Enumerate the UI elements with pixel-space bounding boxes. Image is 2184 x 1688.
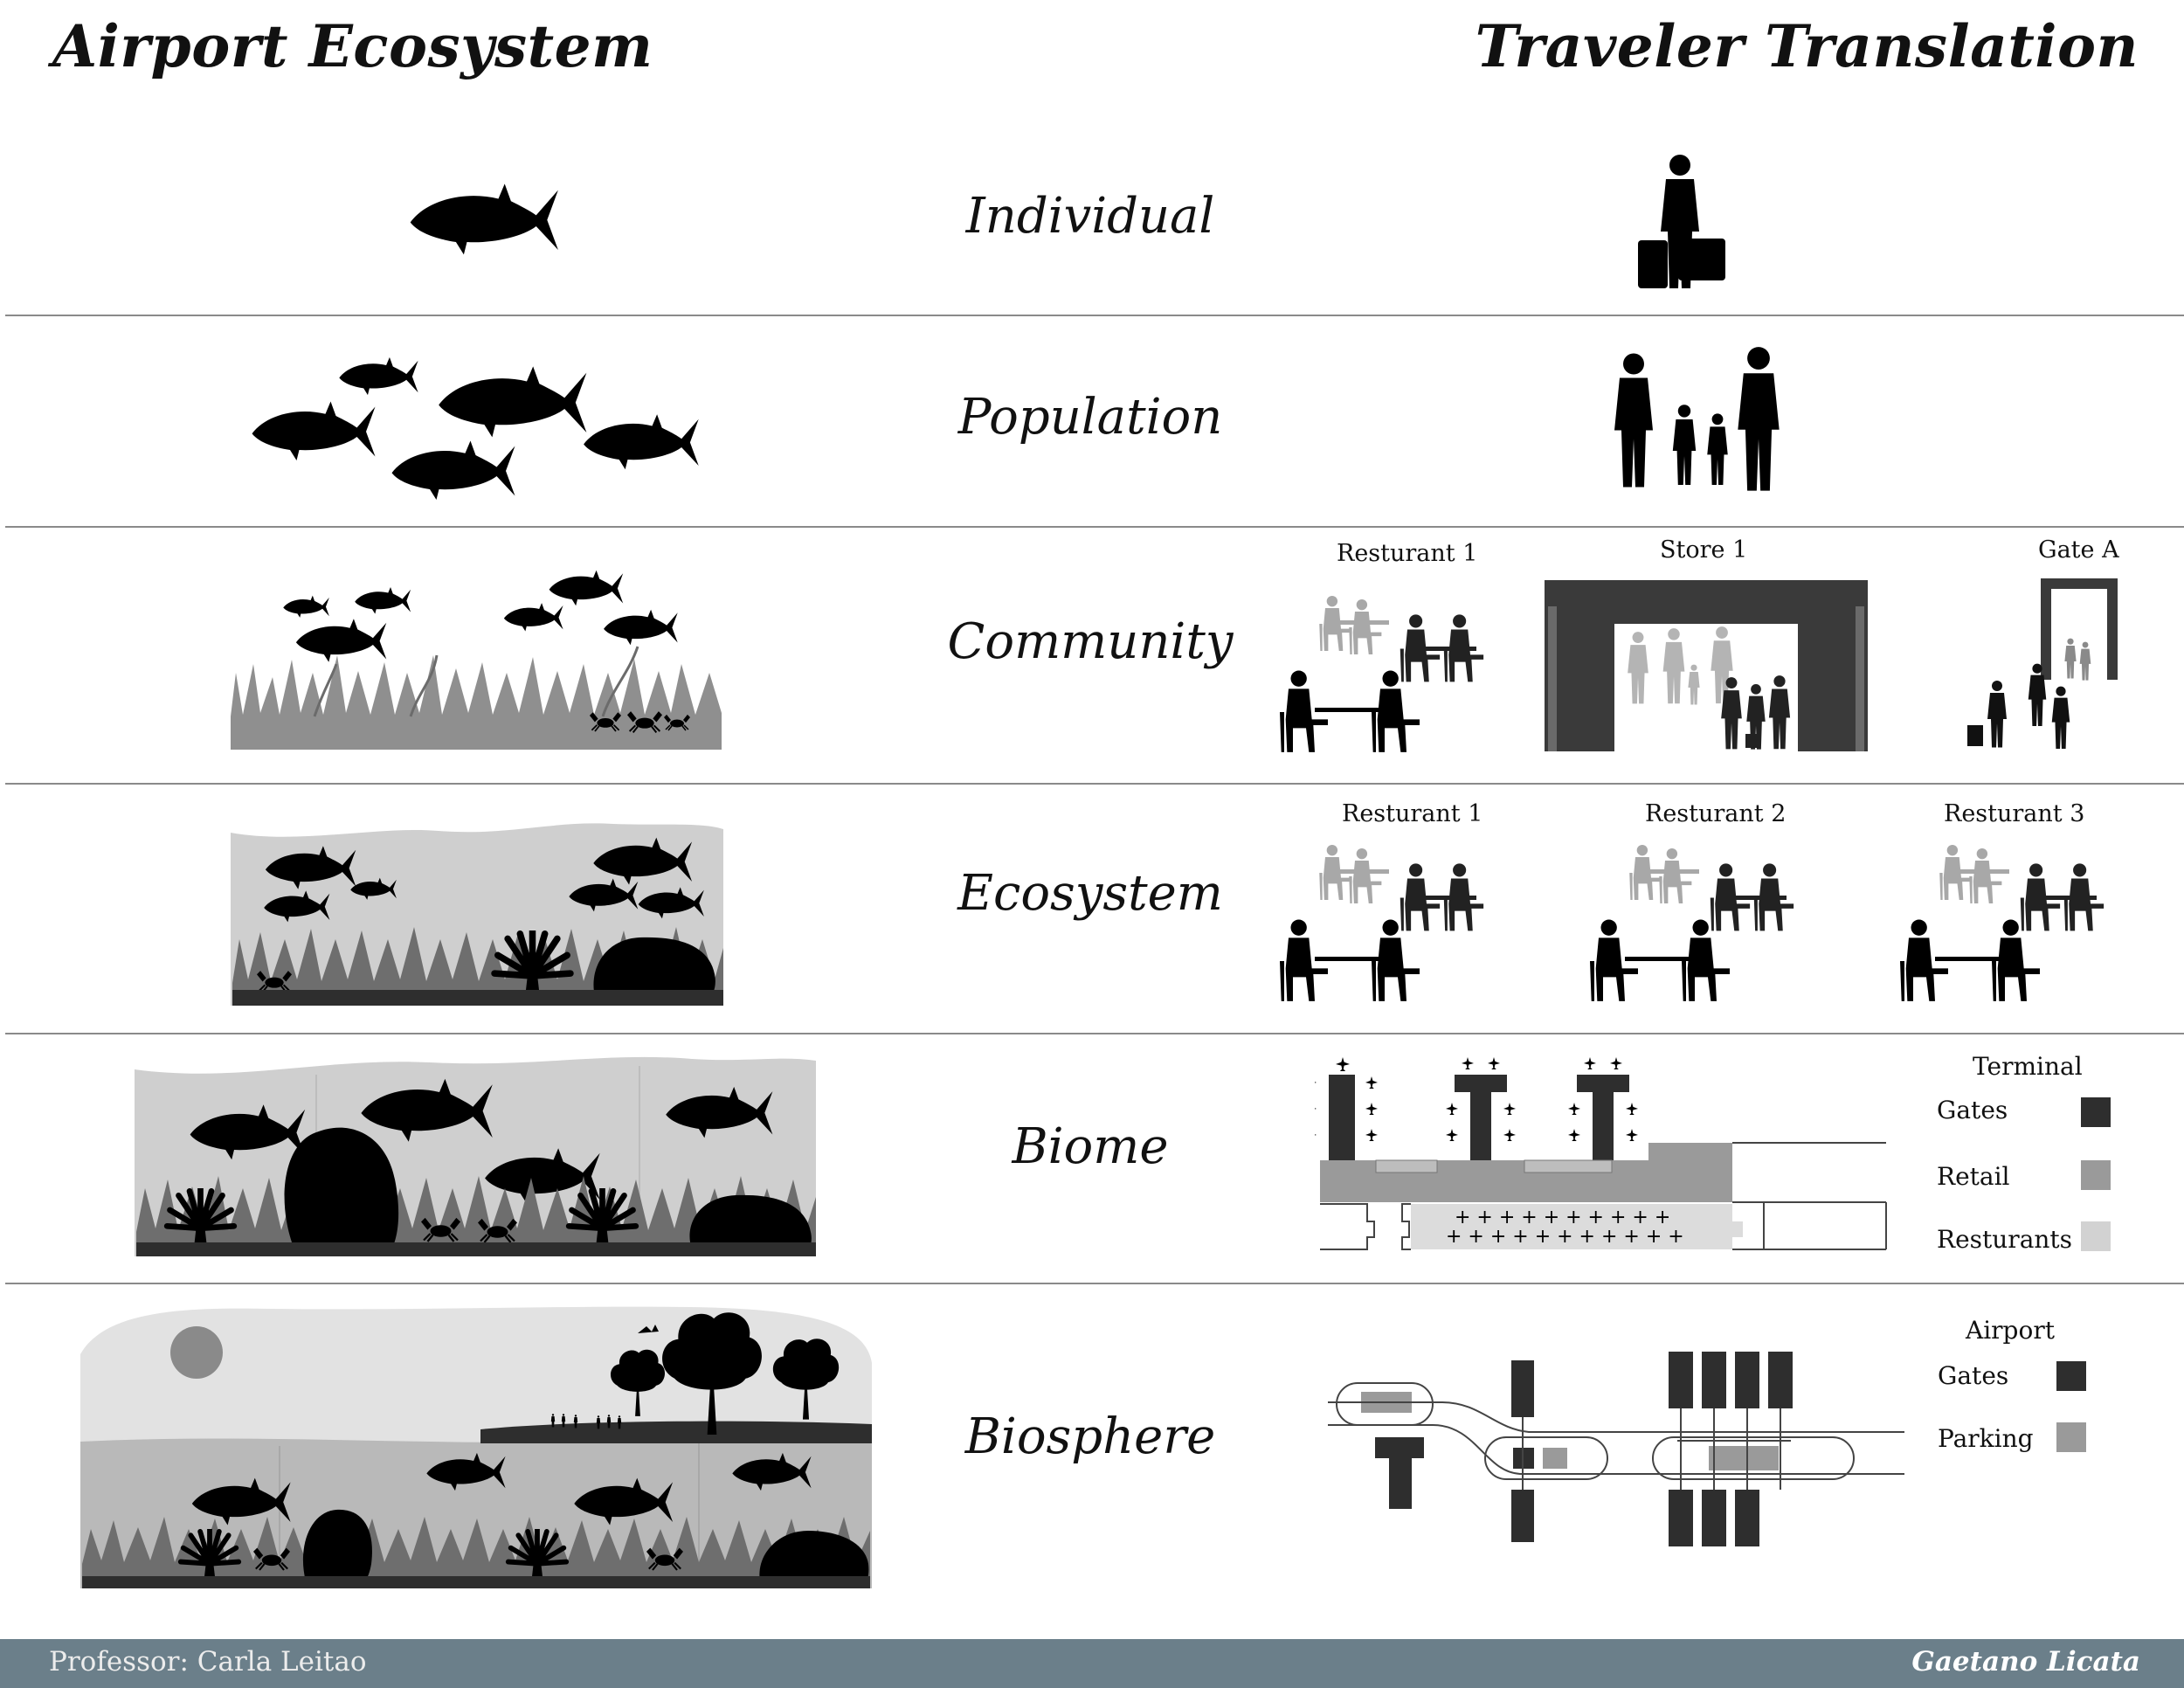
biome-sea-scene-icon <box>135 1056 816 1256</box>
row-divider <box>5 526 2184 528</box>
store-entrance-icon <box>1545 580 1868 751</box>
svg-text:+ + + + + + + + + +: + + + + + + + + + + <box>1455 1207 1670 1228</box>
gate-travelers-icon <box>1967 578 2118 749</box>
row-divider <box>5 315 2184 316</box>
legend-parking-label: Parking <box>1938 1424 2034 1453</box>
biosphere-scene-icon <box>80 1306 872 1588</box>
row-divider <box>5 1283 2184 1284</box>
level-ecosystem: Ecosystem <box>957 865 1223 922</box>
level-individual: Individual <box>965 188 1215 245</box>
label-resturant-2: Resturant 2 <box>1645 800 1787 827</box>
restaurant-diners-icon <box>1280 595 1484 752</box>
row-divider <box>5 783 2184 785</box>
individual-fish-icon <box>410 183 558 255</box>
restaurant-diners-icon <box>1900 844 2105 1001</box>
label-gate-a: Gate A <box>2038 536 2119 564</box>
community-sea-scene-icon <box>231 570 722 750</box>
legend-retail-label: Retail <box>1937 1162 2010 1191</box>
label-resturant-1: Resturant 1 <box>1342 800 1483 827</box>
family-travelers-icon <box>1614 347 1780 491</box>
traveler-with-luggage-icon <box>1638 155 1725 288</box>
fish-population-icon <box>252 356 699 500</box>
row-divider <box>5 1033 2184 1034</box>
svg-text:+ + + + + + + + + + +: + + + + + + + + + + + <box>1446 1226 1684 1248</box>
legend-gates-swatch <box>2081 1097 2111 1127</box>
legend-gates-label: Gates <box>1938 1361 2009 1390</box>
terminal-legend-title: Terminal <box>1973 1052 2083 1081</box>
legend-parking-swatch <box>2056 1422 2086 1452</box>
airport-legend-title: Airport <box>1966 1316 2055 1345</box>
label-resturant-3: Resturant 3 <box>1944 800 2085 827</box>
footer-professor: Professor: Carla Leitao <box>49 1646 367 1678</box>
label-resturant-1: Resturant 1 <box>1337 540 1478 567</box>
legend-resturants-swatch <box>2081 1221 2111 1251</box>
ecosystem-sea-scene-icon <box>231 823 723 1006</box>
legend-gates-swatch <box>2056 1361 2086 1391</box>
legend-gates-label: Gates <box>1937 1096 2008 1124</box>
airport-plan-diagram <box>1328 1352 1904 1546</box>
label-store-1: Store 1 <box>1660 536 1748 564</box>
level-community: Community <box>947 613 1234 670</box>
header-traveler-translation: Traveler Translation <box>1475 12 2139 80</box>
legend-resturants-label: Resturants <box>1937 1225 2073 1254</box>
terminal-plan-diagram: + + + + + + + + + + + + + + + + + + + + … <box>1315 1057 1887 1250</box>
level-population: Population <box>957 389 1223 446</box>
legend-retail-swatch <box>2081 1160 2111 1190</box>
level-biosphere: Biosphere <box>964 1408 1216 1465</box>
footer-author: Gaetano Licata <box>1911 1646 2140 1678</box>
header-airport-ecosystem: Airport Ecosystem <box>52 12 653 80</box>
restaurant-diners-icon <box>1280 844 1484 1001</box>
restaurant-diners-icon <box>1590 844 1794 1001</box>
level-biome: Biome <box>1012 1118 1169 1175</box>
footer-bar: Professor: Carla Leitao Gaetano Licata <box>0 1639 2184 1688</box>
